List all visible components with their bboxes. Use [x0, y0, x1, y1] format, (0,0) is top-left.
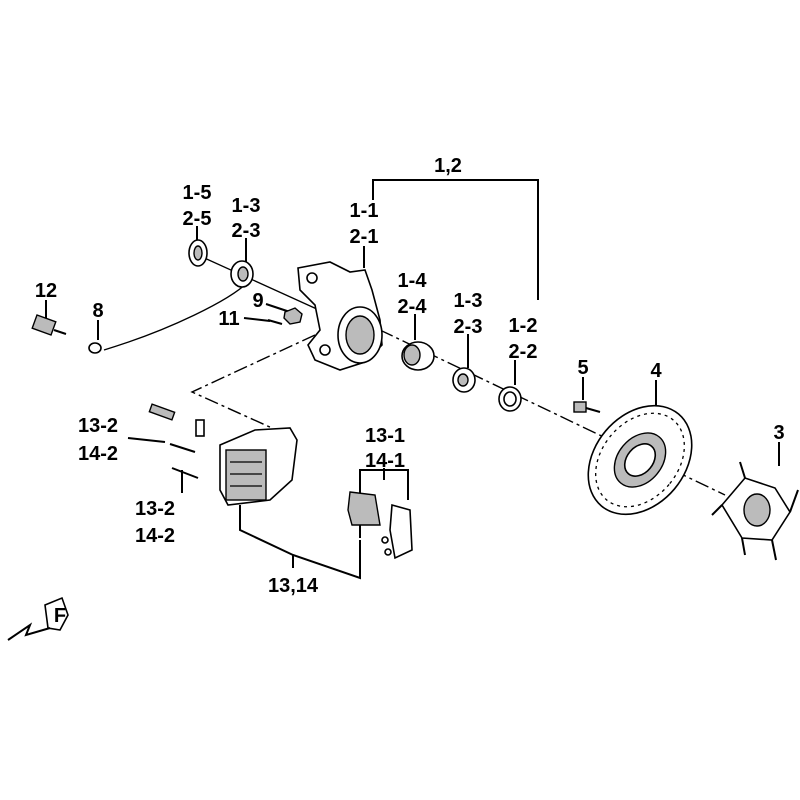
label-caliper-pin-bottom-2: 14-2	[135, 525, 175, 547]
label-nut-9: 9	[252, 290, 263, 312]
label-left-bearing-1: 1-3	[232, 195, 261, 217]
label-right-bearing-2: 2-3	[454, 316, 483, 338]
part-labels: 1,2 1-1 2-1 1-5 2-5 1-3 2-3 12 8 9 11 1-…	[35, 155, 785, 597]
spacer	[401, 341, 435, 371]
pin-11	[267, 319, 283, 325]
label-caliper-pin-top-2: 14-2	[78, 443, 118, 465]
label-caliper-assembly: 13,14	[268, 575, 319, 597]
label-pads-2: 14-1	[365, 450, 405, 472]
front-direction-icon: F	[7, 596, 69, 641]
nut-9	[283, 307, 303, 325]
label-washer-8: 8	[92, 300, 103, 322]
label-pads-1: 13-1	[365, 425, 405, 447]
label-spacer-1: 1-4	[398, 270, 428, 292]
brake-disc	[587, 404, 693, 516]
label-knuckle-2: 2-1	[350, 226, 379, 248]
brake-pads	[347, 491, 413, 560]
wheel-hub	[711, 461, 799, 561]
label-caliper-pin-top-1: 13-2	[78, 415, 118, 437]
inner-seal	[498, 386, 522, 412]
knuckle	[297, 261, 383, 371]
label-outer-seal-1: 1-5	[183, 182, 212, 204]
label-bolt-5: 5	[577, 357, 588, 379]
label-knuckle-1: 1-1	[350, 200, 379, 222]
caliper-pins	[148, 403, 205, 479]
label-pin-11: 11	[218, 308, 239, 330]
bolt-5	[573, 401, 601, 413]
label-hub-3: 3	[773, 422, 784, 444]
brake-caliper	[219, 427, 298, 506]
label-bolt-12: 12	[35, 280, 57, 302]
label-left-bearing-2: 2-3	[232, 220, 261, 242]
label-outer-seal-2: 2-5	[183, 208, 212, 230]
label-inner-seal-1: 1-2	[509, 315, 538, 337]
label-assembly-1-2: 1,2	[434, 155, 462, 177]
label-right-bearing-1: 1-3	[454, 290, 483, 312]
outer-seal	[188, 239, 208, 267]
label-disc-4: 4	[650, 360, 662, 382]
right-bearing	[452, 367, 476, 393]
leader-lines	[45, 179, 780, 580]
label-caliper-pin-bottom-1: 13-2	[135, 498, 175, 520]
label-inner-seal-2: 2-2	[509, 341, 538, 363]
front-indicator-text: F	[54, 605, 66, 627]
bolt-12	[31, 314, 67, 336]
left-bearing	[230, 260, 254, 288]
washer-8	[88, 342, 102, 354]
label-spacer-2: 2-4	[398, 296, 428, 318]
